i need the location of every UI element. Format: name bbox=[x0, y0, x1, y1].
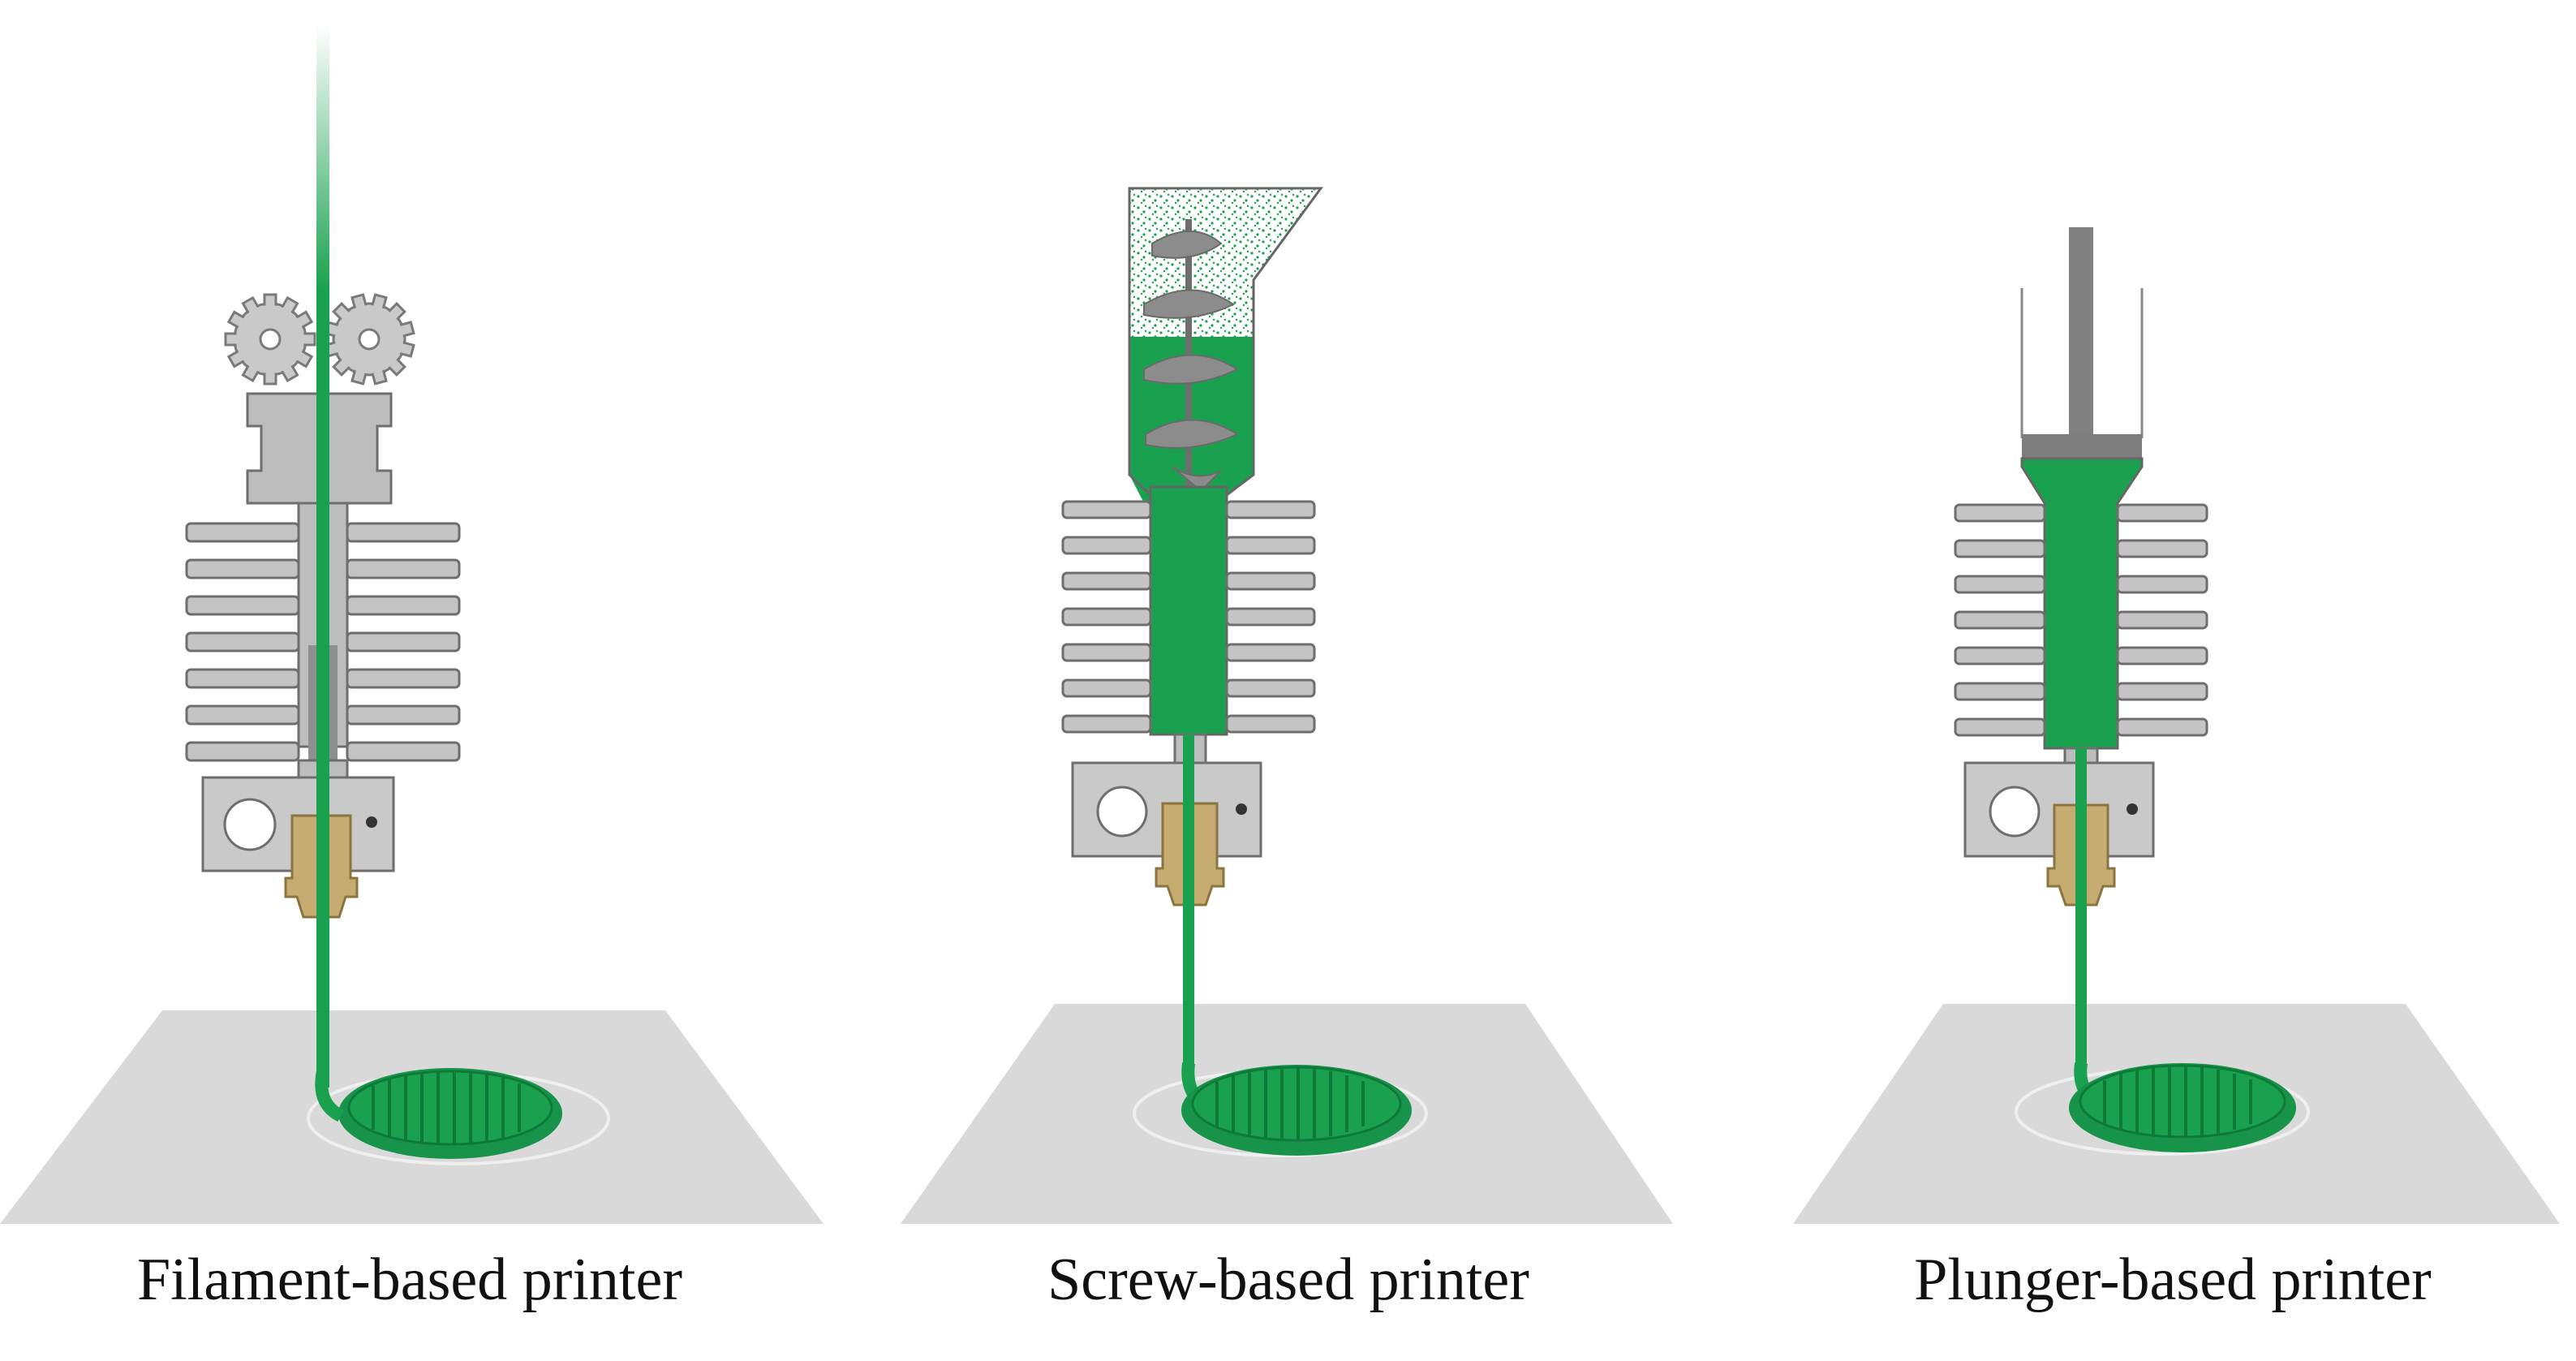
heater-hole bbox=[1096, 786, 1148, 838]
heater-hole bbox=[1989, 786, 2041, 838]
caption-plunger-printer: Plunger-based printer bbox=[1914, 1247, 2432, 1313]
heater-hole bbox=[223, 798, 277, 851]
thermistor-hole bbox=[1236, 803, 1247, 815]
thermistor-hole bbox=[2127, 803, 2138, 815]
material-strand bbox=[1183, 734, 1194, 1083]
plunger-rod-icon bbox=[2069, 227, 2093, 438]
printed-object bbox=[315, 1068, 562, 1159]
heatsink bbox=[1061, 500, 1316, 734]
plunger-printer-panel bbox=[1793, 227, 2560, 1224]
thermistor-hole bbox=[366, 816, 377, 828]
melt-chamber bbox=[1149, 485, 1228, 736]
filament-printer-panel bbox=[0, 24, 824, 1224]
caption-screw-printer: Screw-based printer bbox=[1047, 1247, 1529, 1313]
screw-printer-panel bbox=[901, 187, 1673, 1224]
printed-object bbox=[2069, 1063, 2296, 1152]
heatsink bbox=[1954, 503, 2208, 737]
drive-gear-icon bbox=[323, 293, 415, 385]
heatsink bbox=[185, 522, 461, 762]
caption-filament-printer: Filament-based printer bbox=[137, 1247, 682, 1313]
syringe-barrel bbox=[2020, 457, 2144, 750]
plunger-head bbox=[2022, 434, 2142, 459]
filament-strand bbox=[316, 24, 329, 1088]
auger-screw-icon bbox=[1143, 219, 1240, 493]
drive-gear-icon bbox=[224, 293, 316, 385]
material-strand bbox=[2075, 748, 2087, 1081]
printed-object bbox=[1181, 1065, 1412, 1156]
